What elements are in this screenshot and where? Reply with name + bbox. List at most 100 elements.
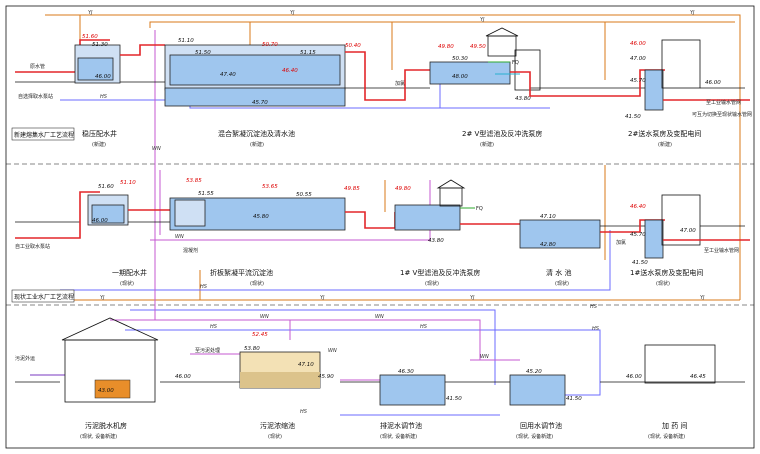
svg-text:WN: WN: [328, 348, 337, 354]
svg-text:49.85: 49.85: [344, 186, 360, 192]
bot-dosing-title: 加 药 间: [662, 421, 687, 430]
svg-text:47.40: 47.40: [220, 72, 236, 78]
svg-text:47.00: 47.00: [680, 228, 696, 234]
svg-text:41.50: 41.50: [446, 396, 462, 402]
top-pump-title: 2#送水泵房及变配电间: [628, 129, 701, 138]
bot-drain-title: 排泥水调节池: [380, 421, 422, 430]
svg-text:49.80: 49.80: [395, 186, 411, 192]
svg-text:WN: WN: [175, 234, 184, 240]
top-inlet-source: 自选择取水泵站: [18, 93, 53, 100]
svg-text:46.00: 46.00: [92, 218, 108, 224]
mid-mix-label: 混凝剂: [183, 247, 198, 254]
bottom-row: 污泥外运 43.00 污泥脱水机房 (现状, 设备新建) 53.80 52.45…: [15, 317, 745, 440]
svg-text:43.80: 43.80: [428, 238, 444, 244]
svg-text:(现状, 设备新建): (现状, 设备新建): [380, 433, 417, 440]
top-mix-well-title: 稳压配水井: [82, 129, 117, 138]
svg-text:50.40: 50.40: [345, 43, 361, 49]
svg-text:53.85: 53.85: [186, 178, 202, 184]
bot-sludge-out-label: 污泥外运: [15, 355, 35, 362]
svg-text:46.00: 46.00: [630, 41, 646, 47]
svg-text:YJ: YJ: [470, 295, 475, 301]
top-sed-title: 混合絮凝沉淀池及清水池: [218, 129, 295, 138]
bot-sludge-house-title: 污泥脱水机房: [85, 421, 127, 430]
mid-outlet-label: 至工业输水管网: [704, 247, 739, 254]
svg-text:46.40: 46.40: [282, 68, 298, 74]
svg-text:42.80: 42.80: [540, 242, 556, 248]
svg-text:45.90: 45.90: [318, 374, 334, 380]
top-dose-label: 加氯: [395, 80, 405, 87]
svg-text:45.20: 45.20: [526, 369, 542, 375]
top-outlet-2: 可互为切换至现状输水管网: [692, 111, 752, 118]
svg-text:45.70: 45.70: [630, 232, 646, 238]
svg-text:HS: HS: [300, 409, 308, 415]
svg-text:FQ: FQ: [512, 60, 519, 66]
svg-text:YJ: YJ: [290, 10, 295, 16]
bot-recycle-title: 回用水调节池: [520, 421, 562, 430]
svg-text:43.00: 43.00: [98, 388, 114, 394]
mid-well-title: 一期配水井: [112, 268, 147, 277]
top-sed-tank: 51.10 51.50 50.70 51.15 50.40 47.40 46.4…: [164, 38, 361, 107]
svg-text:50.70: 50.70: [262, 42, 278, 48]
svg-text:HS: HS: [420, 324, 428, 330]
mid-clear-title: 清 水 池: [546, 268, 571, 277]
mid-well: 51.60 51.10 46.00: [87, 180, 136, 226]
top-row: 原水管 自选择取水泵站 51.60 51.30 46.00 稳压配水井 (新建)…: [11, 27, 752, 148]
svg-text:HS: HS: [100, 94, 108, 100]
svg-text:51.30: 51.30: [92, 42, 108, 48]
svg-text:(新建): (新建): [658, 141, 672, 148]
svg-text:YJ: YJ: [320, 295, 325, 301]
svg-text:51.50: 51.50: [195, 50, 211, 56]
svg-text:FQ: FQ: [476, 206, 483, 212]
bot-sludge-house: 43.00: [61, 317, 159, 403]
top-row-label: 新建熔集水厂工艺流程: [14, 131, 74, 139]
svg-text:50.30: 50.30: [452, 56, 468, 62]
svg-text:53.80: 53.80: [244, 346, 260, 352]
top-pump-house: 46.00 45.70 47.00 41.50 46.00: [625, 39, 721, 120]
mid-sed-title: 折板絮凝平流沉淀池: [210, 268, 273, 277]
svg-text:46.00: 46.00: [705, 80, 721, 86]
svg-text:(现状): (现状): [425, 280, 439, 287]
bot-thickener: 53.80 52.45 47.10 45.90: [239, 332, 334, 389]
svg-text:YJ: YJ: [480, 17, 485, 23]
svg-text:52.45: 52.45: [252, 332, 268, 338]
svg-text:(现状): (现状): [250, 280, 264, 287]
svg-text:51.10: 51.10: [178, 38, 194, 44]
svg-text:51.10: 51.10: [120, 180, 136, 186]
svg-text:YJ: YJ: [100, 295, 105, 301]
svg-text:(现状): (现状): [268, 433, 282, 440]
yj-pipes: YJ YJ YJ YJ YJ YJ YJ YJ: [15, 10, 741, 301]
top-inlet-label: 原水管: [30, 63, 45, 70]
svg-text:45.70: 45.70: [252, 100, 268, 106]
svg-text:47.10: 47.10: [298, 362, 314, 368]
svg-text:45.70: 45.70: [630, 78, 646, 84]
mid-dose-label: 加氯: [616, 239, 626, 246]
svg-text:51.60: 51.60: [82, 34, 98, 40]
top-mix-well: 51.60 51.30 46.00: [74, 34, 121, 84]
svg-text:46.45: 46.45: [690, 374, 706, 380]
svg-text:WN: WN: [152, 146, 161, 152]
svg-text:YJ: YJ: [700, 295, 705, 301]
svg-text:(现状): (现状): [120, 280, 134, 287]
svg-text:HS: HS: [200, 284, 208, 290]
wn-pipes: WN WN WN WN WN WN: [30, 30, 520, 381]
svg-text:YJ: YJ: [690, 10, 695, 16]
svg-text:50.55: 50.55: [296, 192, 312, 198]
svg-text:WN: WN: [480, 354, 489, 360]
bot-recycle-tank: 45.20 41.50: [509, 369, 582, 406]
svg-text:51.60: 51.60: [98, 184, 114, 190]
svg-text:49.50: 49.50: [470, 44, 486, 50]
mid-row-label: 现状工业水厂工艺流程: [14, 293, 74, 301]
top-outlet-1: 至工业输水管网: [706, 99, 741, 106]
svg-text:(现状): (现状): [555, 280, 569, 287]
svg-text:HS: HS: [210, 324, 218, 330]
bot-thick-title: 污泥浓缩池: [260, 421, 295, 430]
svg-text:45.80: 45.80: [253, 214, 269, 220]
mid-pump-title: 1#送水泵房及变配电间: [630, 268, 703, 277]
svg-text:53.65: 53.65: [262, 184, 278, 190]
bot-dosing-house: 46.00 46.45: [626, 344, 716, 384]
svg-text:46.40: 46.40: [630, 204, 646, 210]
svg-text:46.00: 46.00: [626, 374, 642, 380]
mid-clear-tank: 47.10 42.80: [519, 214, 601, 249]
svg-text:YJ: YJ: [88, 10, 93, 16]
